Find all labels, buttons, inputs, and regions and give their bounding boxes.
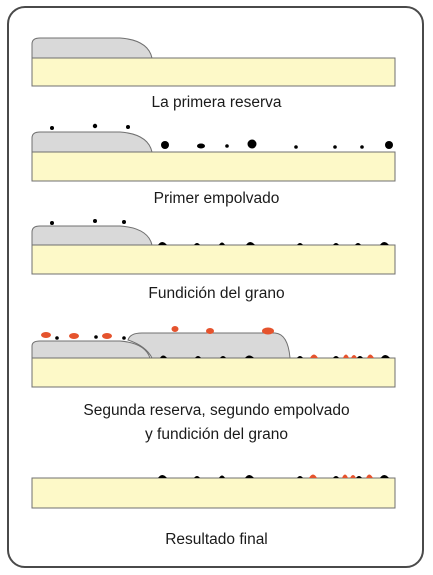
resin-grain — [50, 221, 54, 225]
melted-grain — [355, 243, 361, 245]
melted-second-grain — [343, 354, 349, 358]
copper-plate — [31, 151, 396, 182]
melted-grain — [381, 355, 390, 358]
second-resin-grain — [102, 333, 112, 339]
step-caption: La primera reserva — [151, 94, 282, 111]
melted-second-grain — [367, 354, 374, 358]
melted-second-grain — [309, 474, 317, 478]
step-caption-continued: y fundición del grano — [144, 426, 289, 443]
resin-grain — [161, 141, 169, 149]
step-first-dusting — [31, 123, 396, 182]
reserve-varnish — [31, 131, 153, 153]
resin-grain — [55, 336, 59, 340]
step-caption: Fundición del grano — [148, 285, 285, 302]
reserve-varnish — [31, 225, 153, 246]
resin-grain — [247, 139, 257, 149]
melted-second-grain — [366, 474, 373, 478]
copper-plate — [31, 477, 396, 509]
step-caption: Segunda reserva, segundo empolvado — [83, 402, 350, 419]
second-reserve-varnish — [127, 332, 291, 359]
resin-grain — [126, 125, 130, 129]
melted-grain — [356, 476, 362, 478]
resin-grain — [333, 145, 337, 149]
step-final-result — [31, 474, 396, 509]
melted-grain — [245, 355, 254, 358]
melted-grain — [158, 242, 167, 245]
resin-grain — [294, 145, 298, 149]
melted-grain — [245, 475, 254, 478]
melted-grain — [333, 476, 339, 478]
resin-grain — [94, 335, 98, 339]
copper-plate — [31, 57, 396, 87]
second-resin-grain — [69, 333, 79, 339]
melted-grain — [297, 243, 303, 245]
resin-grain — [197, 143, 205, 149]
melted-grain — [160, 355, 167, 358]
resin-grain — [360, 145, 364, 149]
melted-grain — [297, 476, 303, 478]
resin-grain — [385, 141, 393, 149]
melted-grain — [194, 476, 200, 478]
copper-plate — [31, 244, 396, 275]
copper-plate — [31, 357, 396, 388]
resin-grain — [122, 220, 126, 224]
melted-grain — [158, 475, 167, 478]
melted-grain — [333, 356, 339, 358]
melted-grain — [195, 356, 201, 358]
melted-grain — [219, 475, 225, 478]
second-resin-grain — [206, 328, 214, 334]
reserve-varnish — [31, 340, 151, 359]
step-grain-melting — [31, 219, 396, 275]
resin-grain — [93, 219, 97, 223]
resin-grain — [92, 123, 98, 129]
melted-grain — [380, 242, 389, 245]
step-first-reserve — [31, 37, 396, 87]
melted-grain — [380, 475, 389, 478]
melted-second-grain — [342, 474, 348, 478]
melted-grain — [357, 356, 363, 358]
melted-second-grain — [310, 354, 318, 358]
reserve-varnish — [31, 37, 153, 59]
melted-grain — [220, 356, 226, 358]
resin-grain — [122, 336, 126, 340]
melted-grain — [246, 242, 255, 245]
second-resin-grain — [262, 327, 274, 335]
melted-grain — [297, 356, 303, 358]
melted-second-grain — [351, 355, 357, 358]
melted-second-grain — [350, 475, 356, 478]
step-caption: Resultado final — [165, 531, 268, 548]
diagram-frame — [7, 6, 424, 568]
step-caption: Primer empolvado — [153, 190, 280, 207]
resin-grain — [225, 144, 229, 148]
second-resin-grain — [41, 332, 51, 338]
resin-grain — [50, 126, 54, 130]
melted-grain — [333, 243, 339, 245]
melted-grain — [219, 242, 225, 245]
step-second-reserve — [31, 326, 396, 388]
second-resin-grain — [171, 326, 179, 332]
melted-grain — [194, 243, 200, 245]
